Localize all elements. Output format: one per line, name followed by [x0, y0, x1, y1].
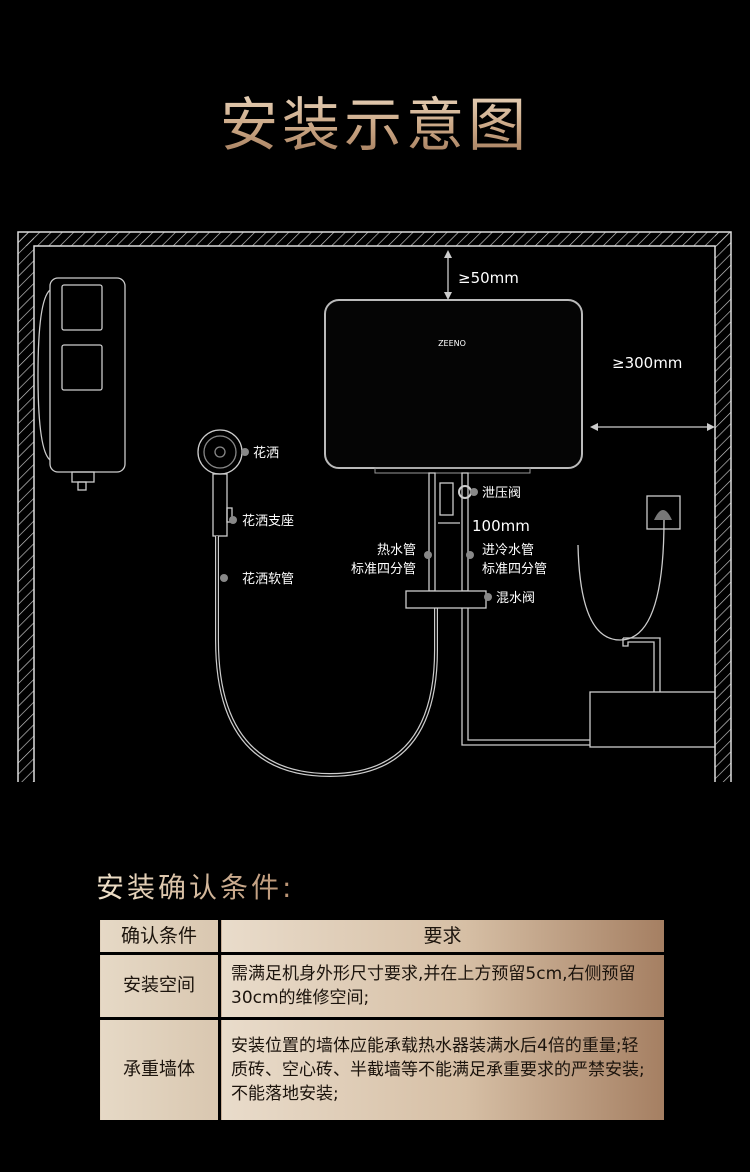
label-shower-holder: 花洒支座 [242, 513, 294, 529]
clearance-right-label: ≥300mm [612, 354, 682, 372]
pipes [405, 472, 590, 746]
requirement-cell: 需满足机身外形尺寸要求,并在上方预留5cm,右侧预留30cm的维修空间; [218, 952, 667, 1020]
installation-diagram: ZEENO ≥50mm ≥300mm [17, 231, 732, 782]
condition-cell: 安装空间 [97, 952, 221, 1020]
clearance-top-label: ≥50mm [458, 269, 519, 287]
conditions-heading: 安装确认条件: [96, 866, 294, 906]
clearance-top-dimension: ≥50mm [444, 250, 519, 300]
wall [17, 231, 732, 782]
label-hot-pipe: 热水管 [377, 543, 416, 558]
condition-cell: 承重墙体 [97, 1017, 221, 1123]
requirement-cell: 安装位置的墙体应能承载热水器装满水后4倍的重量;轻质砖、空心砖、半截墙等不能满足… [218, 1017, 667, 1123]
table-header-row: 确认条件 要求 [97, 917, 667, 955]
table-row: 承重墙体 安装位置的墙体应能承载热水器装满水后4倍的重量;轻质砖、空心砖、半截墙… [97, 1017, 667, 1123]
conditions-table: 确认条件 要求 安装空间 需满足机身外形尺寸要求,并在上方预留5cm,右侧预留3… [97, 917, 667, 1123]
table-row: 安装空间 需满足机身外形尺寸要求,并在上方预留5cm,右侧预留30cm的维修空间… [97, 952, 667, 1020]
water-heater: ZEENO [324, 299, 583, 474]
power-socket [577, 495, 681, 641]
callout-dots [220, 448, 492, 601]
label-shower-hose: 花洒软管 [242, 571, 294, 587]
brand-logo: ZEENO [438, 339, 466, 348]
label-cold-pipe-spec: 标准四分管 [482, 562, 547, 577]
label-relief-valve: 泄压阀 [482, 486, 521, 501]
label-hot-pipe-spec: 标准四分管 [351, 562, 416, 577]
clearance-right-dimension: ≥300mm [590, 354, 715, 431]
sink [589, 637, 716, 748]
label-pipe-spacing: 100mm [472, 517, 530, 535]
shower [197, 429, 438, 778]
header-requirement: 要求 [218, 917, 667, 955]
label-cold-pipe: 进冷水管 [482, 543, 534, 558]
label-shower-head: 花洒 [253, 445, 279, 461]
label-mixing-valve: 混水阀 [496, 591, 535, 606]
heater-side-view [37, 277, 126, 491]
page-title: 安装示意图 [0, 78, 750, 162]
header-condition: 确认条件 [97, 917, 221, 955]
